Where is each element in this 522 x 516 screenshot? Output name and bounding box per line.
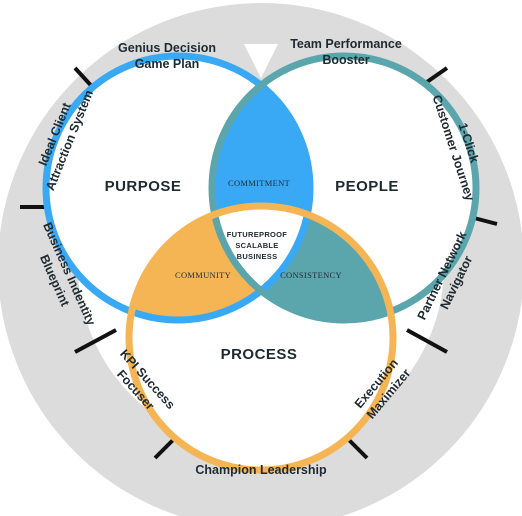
segment-champion-line1: Champion Leadership (195, 463, 327, 477)
community-label: COMMUNITY (175, 270, 231, 280)
consistency-lens (212, 206, 393, 320)
segment-team-line2: Booster (322, 53, 369, 67)
center-line-1: FUTUREPROOF (227, 230, 287, 239)
process-circle (125, 202, 397, 474)
community-lens (129, 206, 310, 320)
outer-ring (0, 3, 522, 516)
purpose-circle (42, 52, 314, 324)
segment-team: Team Performance Booster (290, 37, 402, 67)
people-label: PEOPLE (335, 178, 399, 195)
center-line-3: BUSINESS (237, 252, 278, 261)
segment-genius: Genius Decision Game Plan (118, 41, 216, 71)
ring-notch-top (244, 44, 278, 78)
segment-genius-line2: Game Plan (135, 57, 200, 71)
purpose-label: PURPOSE (105, 178, 182, 195)
center-line-2: SCALABLE (235, 241, 278, 250)
people-circle (208, 52, 480, 324)
segment-team-line1: Team Performance (290, 37, 402, 51)
segment-genius-line1: Genius Decision (118, 41, 216, 55)
process-label: PROCESS (221, 346, 298, 363)
segment-champion: Champion Leadership (195, 463, 327, 477)
commitment-label: COMMITMENT (228, 178, 291, 188)
consistency-label: CONSISTENCY (280, 270, 342, 280)
